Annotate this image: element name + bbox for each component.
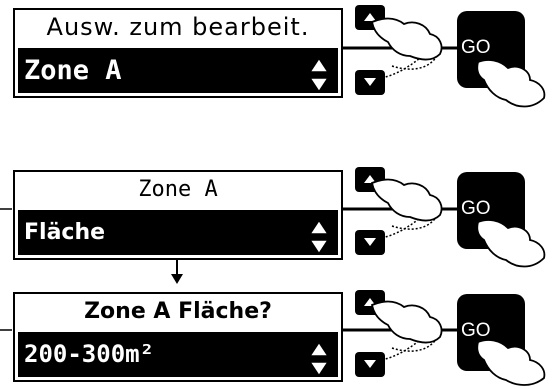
lcd-display-3: Zone A Fläche? 200-300m² (13, 292, 343, 382)
lcd-value-3: 200-300m² (18, 331, 338, 377)
flow-arrow (171, 256, 183, 284)
lcd-value-2: Fläche (18, 209, 338, 255)
lcd-display-2: Zone A Fläche (13, 170, 343, 260)
lcd-title-3: Zone A Fläche? (84, 298, 272, 324)
up-down-scroll-icon (311, 59, 327, 91)
up-arrow-button-2[interactable] (355, 167, 385, 192)
down-arrow-button-1[interactable] (355, 70, 385, 95)
up-down-scroll-icon-3 (311, 343, 327, 375)
up-arrow-button-1[interactable] (355, 5, 385, 30)
go-label-2: GO (461, 198, 491, 219)
lcd-title-1: Ausw. zum bearbeit. (46, 13, 310, 42)
go-button-1[interactable]: GO (457, 11, 525, 88)
go-label-1: GO (461, 37, 491, 58)
down-arrow-button-3[interactable] (355, 352, 385, 377)
down-arrow-button-2[interactable] (355, 230, 385, 255)
lcd-title-2: Zone A (138, 176, 218, 202)
lcd-value-1: Zone A (18, 47, 338, 93)
go-label-3: GO (461, 320, 491, 341)
up-down-scroll-icon-2 (311, 221, 327, 253)
go-button-3[interactable]: GO (457, 294, 525, 371)
go-button-2[interactable]: GO (457, 172, 525, 249)
lcd-display-1: Ausw. zum bearbeit. Zone A (13, 8, 343, 98)
up-arrow-button-3[interactable] (355, 290, 385, 315)
